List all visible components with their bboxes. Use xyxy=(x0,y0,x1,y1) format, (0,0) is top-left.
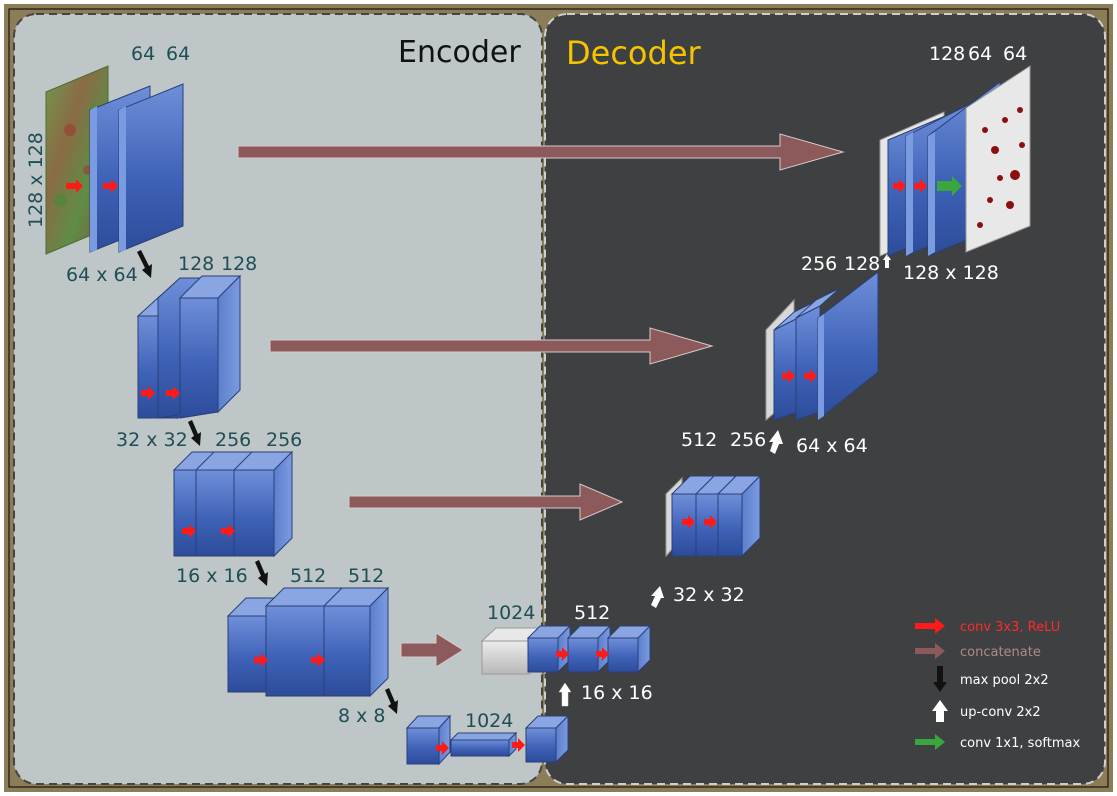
softmax-arrow xyxy=(937,176,962,196)
enc2-channel-label-2: 128 xyxy=(221,253,257,275)
upconv-arrow-4 xyxy=(558,682,572,707)
pool-arrow-3 xyxy=(255,560,268,586)
bottleneck-block-1 xyxy=(405,714,452,766)
dec3-channel-label-1: 512 xyxy=(681,429,717,451)
legend-pool-label: max pool 2x2 xyxy=(960,673,1049,688)
dec3-channel-label-2: 256 xyxy=(730,429,766,451)
enc3-conv-arrow-a xyxy=(182,524,196,538)
enc1-channel-label-2: 64 xyxy=(166,43,190,65)
dec1-channel-label-1: 128 xyxy=(929,43,965,65)
legend-concat-label: concatenate xyxy=(960,645,1041,660)
bottleneck-conv-arrow-b xyxy=(512,738,525,752)
dec1-conv-arrow-b xyxy=(914,179,927,193)
dec4-channel-label: 512 xyxy=(574,602,610,624)
enc4-conv3-block xyxy=(322,586,390,698)
legend-pool-icon xyxy=(933,666,947,692)
dec4-conv-arrow-b xyxy=(596,647,609,661)
concat-arrow-level4 xyxy=(400,632,464,668)
legend-concat-icon xyxy=(915,643,945,659)
dec2-conv-arrow-a xyxy=(782,369,795,383)
pool-arrow-1 xyxy=(137,250,152,278)
enc1-conv2-block xyxy=(118,83,184,253)
decoder-title: Decoder xyxy=(566,34,702,72)
dec3-conv-arrow-a xyxy=(682,515,695,529)
concat-arrow-level1 xyxy=(237,133,845,171)
enc3-size-label: 16 x 16 xyxy=(176,565,248,587)
bottleneck-block-2 xyxy=(449,731,518,758)
legend-softmax-label: conv 1x1, softmax xyxy=(960,736,1080,751)
dec2-size-label: 64 x 64 xyxy=(796,435,868,457)
enc3-conv2-block xyxy=(194,451,256,557)
segmentation-output-map xyxy=(965,65,1031,253)
enc1-conv-arrow-a xyxy=(66,179,83,193)
dec4-size-label: 16 x 16 xyxy=(581,682,653,704)
dec4-concat-block xyxy=(480,627,546,675)
upconv-arrow-2 xyxy=(769,430,783,454)
dec3-conv-arrow-b xyxy=(704,515,717,529)
upconv-arrow-3 xyxy=(651,586,664,608)
dec1-size-label: 128 x 128 xyxy=(903,262,999,284)
pool-arrow-4 xyxy=(385,688,398,714)
dec2-conv3-block xyxy=(817,270,879,422)
legend-upconv-icon xyxy=(932,700,948,722)
concat-arrow-level2 xyxy=(269,327,714,365)
legend-softmax-icon xyxy=(915,734,945,750)
dec1-channel-label-3: 64 xyxy=(1003,43,1027,65)
dec1-conv-arrow-a xyxy=(893,179,906,193)
legend-upconv-label: up-conv 2x2 xyxy=(960,705,1041,720)
dec1-channel-label-2: 64 xyxy=(968,43,992,65)
dec4-conv3-block xyxy=(606,624,652,674)
enc3-channel-label-1: 256 xyxy=(215,429,251,451)
enc1-input-size-label: 128 x 128 xyxy=(25,132,47,228)
enc2-conv-arrow-a xyxy=(141,386,155,400)
bottleneck-block-3 xyxy=(524,714,570,764)
enc4-size-label: 8 x 8 xyxy=(338,705,386,727)
dec3-size-label: 32 x 32 xyxy=(673,584,745,606)
dec2-conv-arrow-b xyxy=(804,369,817,383)
dec4-concat-channel-label: 1024 xyxy=(487,602,535,624)
enc1-conv-arrow-b xyxy=(103,179,118,193)
dec2-channel-label-1: 256 xyxy=(801,253,837,275)
outer-frame-inner xyxy=(8,8,1109,788)
enc3-conv-arrow-b xyxy=(221,524,235,538)
pool-arrow-2 xyxy=(188,420,201,446)
enc4-channel-label-2: 512 xyxy=(348,565,384,587)
enc2-conv3-block xyxy=(178,274,242,419)
dec4-conv-arrow-a xyxy=(556,647,569,661)
legend: conv 3x3, ReLU concatenate max pool 2x2 … xyxy=(915,618,1080,751)
legend-conv-icon xyxy=(915,618,945,634)
dec2-conv2-block xyxy=(795,287,841,421)
enc2-conv-arrow-b xyxy=(166,386,180,400)
dec3-conv3-block xyxy=(716,474,762,558)
enc4-channel-label-1: 512 xyxy=(290,565,326,587)
concat-arrow-level3 xyxy=(348,483,624,521)
enc2-size-label: 32 x 32 xyxy=(116,429,188,451)
enc2-channel-label-1: 128 xyxy=(178,253,214,275)
legend-conv-label: conv 3x3, ReLU xyxy=(960,620,1060,635)
enc3-channel-label-2: 256 xyxy=(266,429,302,451)
encoder-title: Encoder xyxy=(398,35,521,70)
enc4-conv-arrow-a xyxy=(254,653,268,667)
dec4-conv1-block xyxy=(526,624,572,674)
enc3-conv3-block xyxy=(232,450,294,558)
bottleneck-conv-arrow-a xyxy=(436,741,449,755)
dec2-channel-label-2: 128 xyxy=(844,253,880,275)
bottleneck-channel-label: 1024 xyxy=(465,710,513,732)
enc1-size-label: 64 x 64 xyxy=(66,264,138,286)
enc4-conv-arrow-b xyxy=(311,653,325,667)
upconv-arrow-1 xyxy=(883,254,891,268)
enc1-channel-label-1: 64 xyxy=(131,43,155,65)
